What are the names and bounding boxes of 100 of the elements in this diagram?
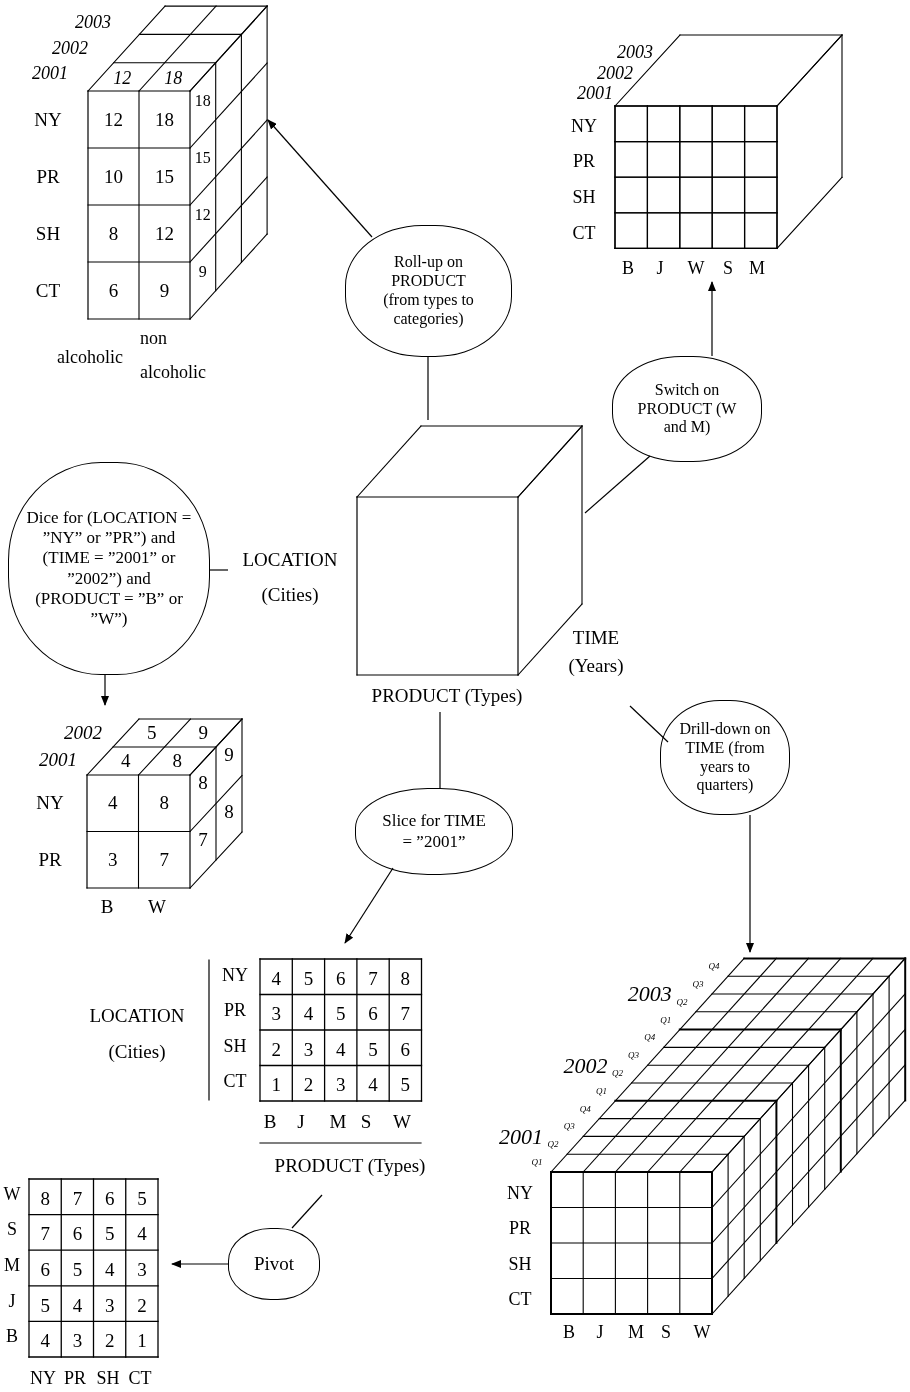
row-label: SH <box>508 1253 532 1275</box>
column-label: S <box>661 1321 671 1343</box>
row-label: NY <box>507 1182 533 1204</box>
cell-value: 4 <box>336 1038 346 1061</box>
cell-value: 9 <box>224 744 234 767</box>
column-label: J <box>596 1321 604 1343</box>
connector-line <box>291 1194 323 1229</box>
row-label: CT <box>223 1070 247 1092</box>
row-label: NY <box>36 792 64 815</box>
connector-line <box>439 711 441 789</box>
row-label: SH <box>223 1035 247 1057</box>
cell-value: 6 <box>40 1259 50 1281</box>
column-label: S <box>723 257 733 279</box>
column-label: W <box>687 257 705 279</box>
cell-value: 4 <box>108 792 118 815</box>
row-label: PR <box>224 999 246 1021</box>
quarter-label: Q3 <box>628 1050 640 1061</box>
year-label: 2002 <box>64 722 102 744</box>
cell-value: 4 <box>72 1294 83 1317</box>
operation-label: Switch on PRODUCT (W and M) <box>636 380 738 438</box>
column-label: B <box>622 257 634 279</box>
cell-value: 6 <box>368 1003 378 1026</box>
cell-value: 2 <box>137 1294 147 1317</box>
cell-value: 7 <box>72 1187 83 1210</box>
column-label: B <box>563 1321 575 1343</box>
speech-bubble <box>355 788 513 875</box>
column-label: PR <box>64 1367 86 1389</box>
cell-value: 5 <box>336 1003 346 1026</box>
row-label: SH <box>35 222 61 245</box>
cell-value: 5 <box>40 1294 50 1317</box>
year-label: 2002 <box>597 62 633 84</box>
cell-value: 7 <box>40 1223 50 1246</box>
cell-value: 12 <box>155 222 174 245</box>
arrow <box>344 867 394 944</box>
cell-value: 4 <box>137 1223 147 1246</box>
column-label: B <box>263 1111 277 1133</box>
row-label: PR <box>509 1217 531 1239</box>
year-label: 2001 <box>577 82 613 104</box>
cell-value: 7 <box>159 848 169 871</box>
cell-value: 18 <box>155 108 174 131</box>
cell-value: 9 <box>198 263 207 282</box>
cell-value: 5 <box>303 967 314 990</box>
speech-bubble <box>228 1228 320 1300</box>
cell-value: 8 <box>172 750 182 772</box>
cell-value: 3 <box>137 1259 147 1281</box>
column-label: W <box>693 1321 711 1343</box>
arrow <box>746 814 754 953</box>
speech-bubble <box>8 462 210 675</box>
year-label: 2002 <box>52 37 88 59</box>
cell-value: 7 <box>368 967 378 990</box>
cell-value: 8 <box>400 967 411 990</box>
cell-value: 5 <box>400 1074 411 1097</box>
row-label: CT <box>35 279 61 302</box>
cell-value: 12 <box>113 67 132 89</box>
column-label: CT <box>128 1367 152 1389</box>
row-label: CT <box>508 1288 532 1310</box>
cell-value: 4 <box>303 1003 314 1026</box>
quarter-label: Q2 <box>612 1067 623 1079</box>
year-label: 2003 <box>75 11 111 33</box>
speech-bubble <box>345 225 512 357</box>
cell-value: 6 <box>72 1223 83 1246</box>
quarter-label: Q1 <box>660 1014 672 1025</box>
cell-value: 3 <box>271 1003 281 1026</box>
column-label: NY <box>30 1367 56 1389</box>
row-label: J <box>8 1290 16 1311</box>
cell-value: 3 <box>72 1330 83 1353</box>
quarter-label: Q4 <box>579 1103 591 1114</box>
row-label: PR <box>36 165 60 188</box>
axis-label: TIME (Years) <box>567 626 625 678</box>
quarter-label: Q4 <box>644 1032 656 1043</box>
cell-value: 7 <box>400 1003 411 1026</box>
cell-value: 3 <box>303 1038 314 1061</box>
cell-value: 15 <box>155 165 174 188</box>
cell-value: 4 <box>271 967 281 990</box>
column-label: M <box>628 1321 644 1343</box>
row-label: NY <box>34 108 62 131</box>
speech-bubble <box>660 700 790 815</box>
cell-value: 9 <box>198 722 208 744</box>
arrow <box>267 119 373 238</box>
row-label: S <box>7 1219 17 1240</box>
cell-value: 1 <box>137 1330 147 1353</box>
cell-value: 6 <box>400 1038 411 1061</box>
cell-value: 7 <box>198 828 208 851</box>
row-label: NY <box>222 964 248 986</box>
column-label: S <box>360 1111 372 1133</box>
cell-value: 6 <box>104 1187 115 1210</box>
quarter-label: Q1 <box>595 1085 607 1096</box>
connector-line <box>427 356 429 421</box>
cell-value: 15 <box>194 149 211 168</box>
cell-value: 4 <box>121 750 131 772</box>
arrow <box>101 674 109 706</box>
connector-line <box>584 455 651 514</box>
cell-value: 2 <box>303 1074 314 1097</box>
quarter-label: Q3 <box>563 1121 575 1132</box>
speech-bubble <box>612 356 762 462</box>
quarter-label: Q3 <box>692 978 704 990</box>
axis-label: LOCATION (Cities) <box>88 1003 186 1064</box>
column-label: J <box>297 1111 305 1133</box>
cell-value: 8 <box>224 800 234 823</box>
arrow <box>708 281 716 357</box>
